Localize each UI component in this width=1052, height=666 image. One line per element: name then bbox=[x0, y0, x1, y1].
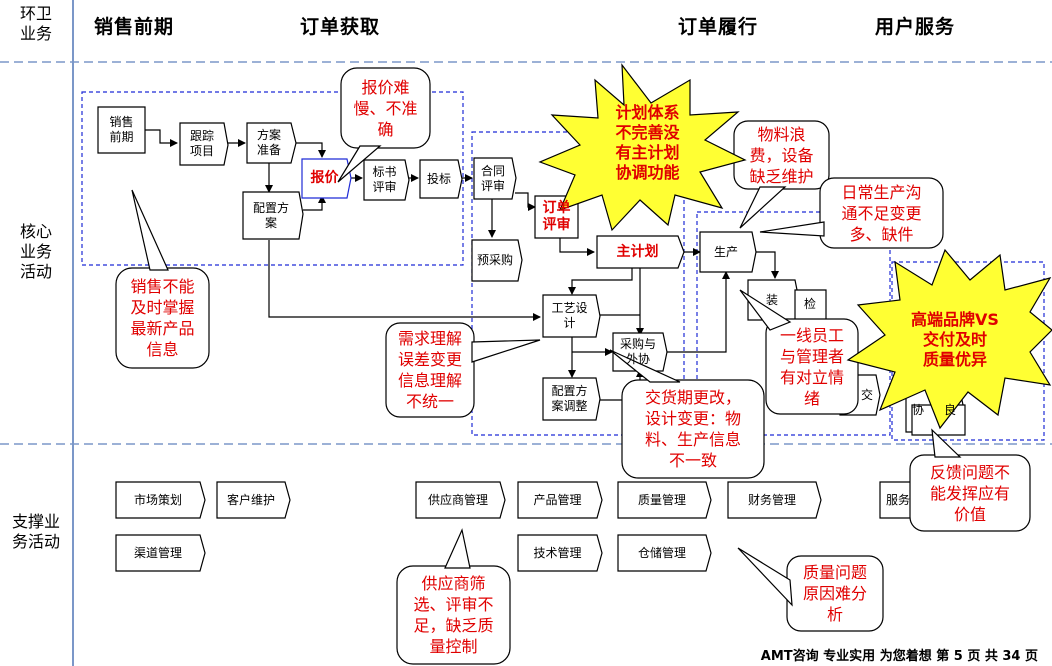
step-bidding-label: 投标 bbox=[426, 171, 451, 186]
lane-label-top: 环卫 业务 bbox=[19, 4, 52, 43]
step-purchase-outsource[interactable]: 采购与 外协 bbox=[613, 333, 663, 371]
callout-sales-info-text: 销售不能 及时掌握 最新产品 信息 bbox=[130, 277, 195, 359]
support-supplier-management-label: 供应商管理 bbox=[427, 492, 488, 507]
support-tech-management-label: 技术管理 bbox=[533, 545, 582, 560]
star-planning-system: 计划体系 不完善没 有主计划 协调功能 bbox=[585, 88, 710, 198]
step-plan-prep[interactable]: 方案 准备 bbox=[247, 123, 291, 163]
step-follow-project[interactable]: 跟踪 项目 bbox=[180, 123, 224, 165]
step-production[interactable]: 生产 bbox=[700, 232, 752, 272]
callout-delivery-change: 交货期更改， 设计变更：物 料、生产信息 不一致 bbox=[622, 380, 764, 478]
connectors bbox=[145, 129, 779, 401]
step-config-adjust-label: 配置方 案调整 bbox=[551, 384, 588, 413]
step-partial-assembly-label: 装 bbox=[765, 292, 778, 307]
step-partial-deliver-label: 交 bbox=[860, 387, 873, 402]
step-bid-review[interactable]: 标书 评审 bbox=[364, 160, 405, 200]
support-quality-management[interactable]: 质量管理 bbox=[618, 482, 706, 518]
support-quality-management-label: 质量管理 bbox=[637, 492, 686, 507]
step-follow-project-label: 跟踪 项目 bbox=[189, 129, 214, 158]
step-purchase-outsource-label: 采购与 外协 bbox=[619, 337, 656, 366]
support-customer-maintenance-label: 客户维护 bbox=[226, 492, 275, 507]
step-plan-prep-label: 方案 准备 bbox=[256, 128, 281, 157]
step-pre-sales[interactable]: 销售 前期 bbox=[98, 107, 145, 153]
step-order-review[interactable]: 订单 评审 bbox=[535, 196, 578, 238]
support-finance-management[interactable]: 财务管理 bbox=[728, 482, 816, 518]
step-pre-purchase[interactable]: 预采购 bbox=[472, 240, 518, 281]
support-channel-management-label: 渠道管理 bbox=[133, 545, 182, 560]
star-planning-system-text: 计划体系 不完善没 有主计划 协调功能 bbox=[615, 103, 680, 182]
callout-quality-cause-text: 质量问题 原因难分 析 bbox=[802, 563, 867, 624]
step-partial-good-label: 良 bbox=[943, 402, 956, 417]
support-market-planning[interactable]: 市场策划 bbox=[116, 482, 200, 518]
phase-presales: 销售前期 bbox=[94, 16, 175, 38]
support-warehouse-management-label: 仓储管理 bbox=[637, 545, 686, 560]
support-finance-management-label: 财务管理 bbox=[747, 492, 796, 507]
support-warehouse-management[interactable]: 仓储管理 bbox=[618, 535, 706, 571]
step-partial-assist-label: 协 bbox=[911, 402, 924, 417]
step-bid-review-label: 标书 评审 bbox=[372, 165, 397, 194]
star-brand-vs-text: 高端品牌VS 交付及时 质量优异 bbox=[911, 310, 999, 369]
callout-supplier-screening: 供应商筛 选、评审不 足，缺乏质 量控制 bbox=[397, 566, 510, 664]
step-partial-deliver[interactable]: 交 bbox=[855, 380, 879, 410]
step-quote-label: 报价 bbox=[310, 170, 339, 186]
step-partial-inspect[interactable]: 检 bbox=[795, 292, 825, 316]
callout-quote-slow-text: 报价难 慢、不准 确 bbox=[353, 77, 418, 139]
support-channel-management[interactable]: 渠道管理 bbox=[116, 535, 200, 571]
support-tech-management[interactable]: 技术管理 bbox=[518, 535, 597, 571]
step-contract-review[interactable]: 合同 评审 bbox=[474, 158, 512, 199]
callout-frontline-text: 一线员工 与管理者 有对立情 绪 bbox=[779, 325, 844, 408]
support-product-management[interactable]: 产品管理 bbox=[518, 482, 597, 518]
support-customer-maintenance[interactable]: 客户维护 bbox=[217, 482, 285, 518]
callout-material-waste-text: 物料浪 费，设备 缺乏维护 bbox=[749, 124, 814, 186]
step-process-design-label: 工艺设 计 bbox=[551, 301, 588, 330]
support-service-partial[interactable]: 服务 bbox=[880, 482, 916, 518]
callout-feedback: 反馈问题不 能发挥应有 价值 bbox=[910, 455, 1030, 531]
callout-daily-production: 日常生产沟 通不足变更 多、缺件 bbox=[820, 178, 943, 248]
step-master-plan-label: 主计划 bbox=[616, 243, 659, 260]
callout-delivery-change-text: 交货期更改， 设计变更：物 料、生产信息 不一致 bbox=[644, 388, 741, 470]
step-master-plan[interactable]: 主计划 bbox=[597, 236, 678, 268]
page-footer: AMT咨询 专业实用 为您着想 第 5 页 共 34 页 bbox=[760, 649, 1038, 664]
callout-demand-understanding: 需求理解 误差变更 信息理解 不统一 bbox=[386, 323, 474, 417]
callout-demand-understanding-text: 需求理解 误差变更 信息理解 不统一 bbox=[397, 329, 462, 411]
step-config-plan-label: 配置方 案 bbox=[252, 200, 289, 230]
starbursts bbox=[538, 63, 1052, 430]
step-process-design[interactable]: 工艺设 计 bbox=[543, 295, 596, 337]
step-order-review-label: 订单 评审 bbox=[542, 200, 571, 233]
phase-order-acquisition: 订单获取 bbox=[300, 16, 381, 38]
callout-quality-cause: 质量问题 原因难分 析 bbox=[787, 556, 883, 631]
callout-supplier-screening-text: 供应商筛 选、评审不 足，缺乏质 量控制 bbox=[413, 574, 494, 656]
phase-customer-service: 用户服务 bbox=[875, 16, 956, 38]
support-service-partial-label: 服务 bbox=[885, 492, 910, 507]
callout-quote-slow: 报价难 慢、不准 确 bbox=[341, 68, 430, 148]
lane-label-core: 核心 业务 活动 bbox=[19, 222, 52, 281]
lane-label-support: 支撑业 务活动 bbox=[11, 512, 60, 551]
phase-order-fulfillment: 订单履行 bbox=[678, 16, 759, 38]
callout-material-waste: 物料浪 费，设备 缺乏维护 bbox=[734, 121, 829, 189]
support-product-management-label: 产品管理 bbox=[533, 492, 582, 507]
support-supplier-management[interactable]: 供应商管理 bbox=[416, 482, 500, 518]
callout-frontline: 一线员工 与管理者 有对立情 绪 bbox=[766, 319, 858, 414]
callout-sales-info: 销售不能 及时掌握 最新产品 信息 bbox=[116, 268, 209, 368]
callout-feedback-text: 反馈问题不 能发挥应有 价值 bbox=[929, 462, 1010, 524]
step-config-adjust[interactable]: 配置方 案调整 bbox=[543, 378, 596, 420]
step-bidding[interactable]: 投标 bbox=[420, 160, 458, 198]
step-partial-good[interactable]: 良 bbox=[938, 395, 962, 425]
support-market-planning-label: 市场策划 bbox=[133, 492, 182, 507]
step-partial-assist[interactable]: 协 bbox=[906, 395, 930, 425]
step-config-plan[interactable]: 配置方 案 bbox=[243, 192, 299, 239]
callout-balloons bbox=[115, 67, 1031, 665]
callout-daily-production-text: 日常生产沟 通不足变更 多、缺件 bbox=[841, 182, 922, 244]
step-quote[interactable]: 报价 bbox=[302, 159, 347, 198]
step-partial-inspect-label: 检 bbox=[803, 296, 816, 311]
step-contract-review-label: 合同 评审 bbox=[480, 163, 505, 193]
step-pre-sales-label: 销售 前期 bbox=[109, 115, 134, 144]
star-brand-vs: 高端品牌VS 交付及时 质量优异 bbox=[890, 295, 1020, 385]
step-partial-assembly[interactable]: 装 bbox=[752, 288, 792, 312]
step-production-label: 生产 bbox=[713, 244, 738, 259]
step-pre-purchase-label: 预采购 bbox=[476, 253, 513, 267]
